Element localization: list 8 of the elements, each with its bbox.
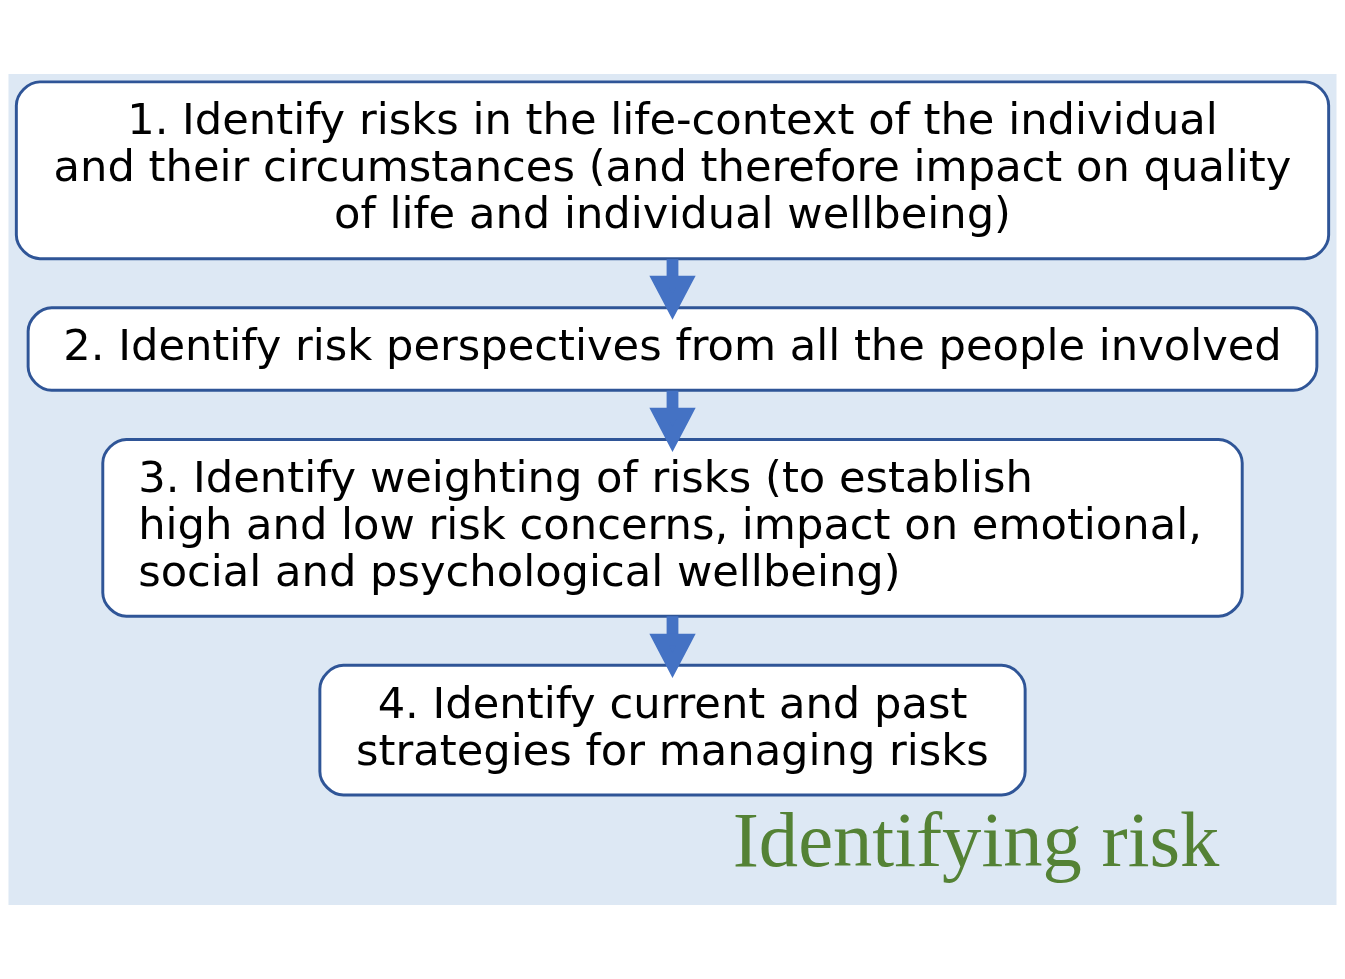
node-box: 2. Identify risk perspectives from all the people involved xyxy=(26,306,1319,392)
arrow xyxy=(649,259,696,320)
arrow xyxy=(649,390,696,452)
node-box: 3. Identify weighting of risks (to establish high and low risk concerns, impact on emotional, social and psychological wellbeing) xyxy=(101,437,1244,618)
diagram-title: Identifying risk xyxy=(732,795,1220,883)
arrow xyxy=(649,616,696,678)
node-box: 1. Identify risks in the life-context of the individual and their circumstances (and therefore impact on quality of life and individual wellbeing) xyxy=(14,80,1331,261)
node-box: 4. Identify current and past strategies for managing risks xyxy=(318,663,1027,797)
